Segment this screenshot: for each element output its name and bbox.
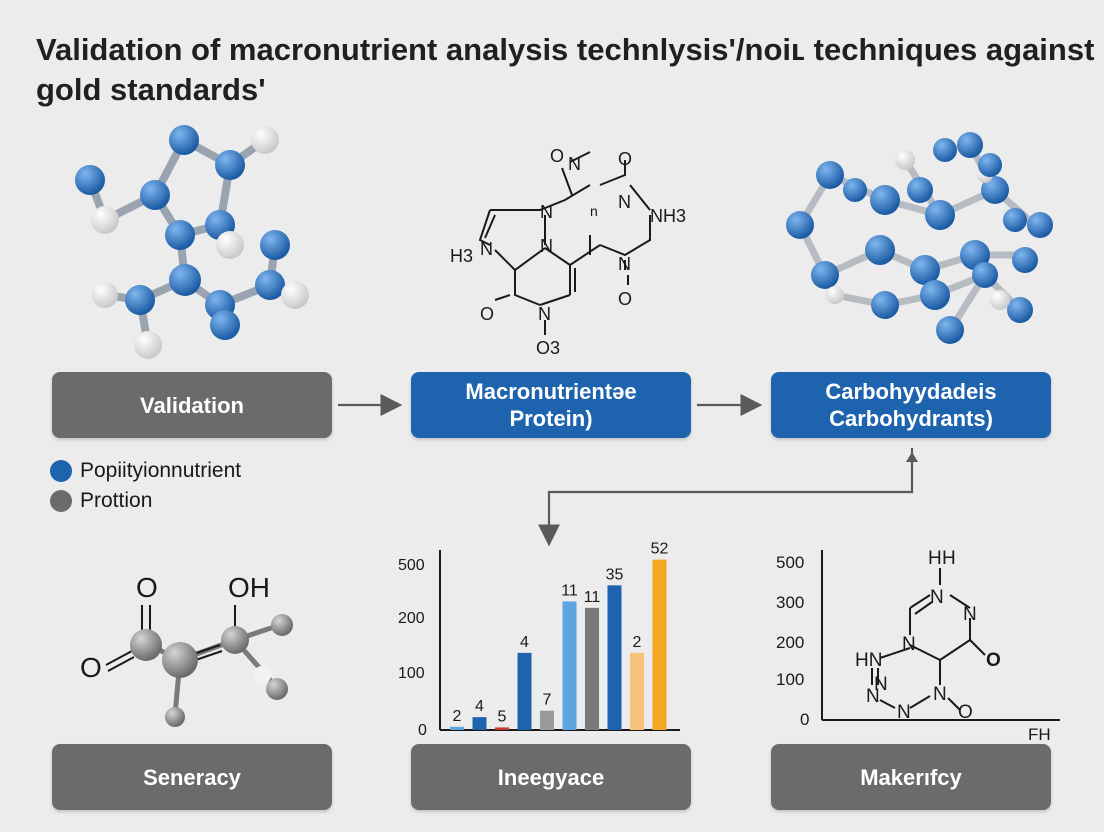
bar-data-label: 7 — [543, 692, 552, 709]
bar — [607, 585, 622, 730]
molecule-model-bottom-left: O OH O — [80, 572, 293, 727]
bar-data-label: 2 — [633, 634, 642, 651]
atom-label: O — [618, 289, 632, 309]
atom-label: N — [933, 684, 947, 705]
atom-label: O — [958, 702, 973, 723]
validation-box: Validation — [52, 372, 332, 438]
atom-label: O — [136, 572, 158, 603]
atom-label: H — [928, 548, 942, 569]
axis-tick-label: 0 — [800, 710, 809, 729]
legend: Popiityionnutrient Prottion — [50, 456, 241, 516]
atom-label: O3 — [536, 338, 560, 358]
makerfcy-label: Makerıfcy — [860, 764, 962, 790]
legend-label: Prottion — [80, 489, 153, 512]
bar-data-label: 4 — [475, 698, 484, 715]
atom-label: n — [590, 203, 598, 219]
bar-data-label: 5 — [498, 708, 507, 725]
atom-label: O — [618, 149, 632, 169]
atom-label: N — [963, 604, 977, 625]
atom-label: O — [480, 304, 494, 324]
bar-data-label: 52 — [651, 541, 669, 558]
bar — [585, 607, 599, 730]
atom-label: O — [550, 146, 564, 166]
atom-label: H — [942, 548, 956, 569]
y-tick-label: 500 — [398, 557, 425, 574]
makerfcy-box: Makerıfcy — [771, 744, 1051, 810]
legend-item: Popiityionnutrient — [50, 456, 241, 486]
seneracy-label: Seneracy — [143, 764, 241, 790]
atom-label: N — [568, 154, 581, 174]
bar — [652, 559, 667, 730]
atom-label: OH — [228, 572, 270, 603]
axis-tick-label: 100 — [776, 670, 804, 689]
carbohydrate-box: Carbohyydadeis Carbohydrants) — [771, 372, 1051, 438]
atom-label: N — [618, 192, 631, 212]
bar-data-label: 2 — [453, 708, 462, 725]
carbohydrate-label-line2: Carbohydrants) — [829, 406, 993, 431]
axis-label: FH — [1028, 725, 1051, 744]
bar — [517, 652, 532, 730]
seneracy-box: Seneracy — [52, 744, 332, 810]
atom-label: N — [618, 254, 631, 274]
atom-label: N — [538, 304, 551, 324]
legend-swatch-gray — [50, 490, 72, 512]
atom-label: N — [540, 236, 553, 256]
legend-item: Prottion — [50, 486, 241, 516]
atom-label: H3 — [450, 246, 473, 266]
bar — [495, 727, 509, 730]
macronutrient-label-line2: Protein) — [509, 406, 593, 431]
bar-data-label: 11 — [561, 582, 578, 599]
bar — [630, 652, 644, 730]
molecule-model-top-right — [786, 132, 1053, 344]
axis-tick-label: 200 — [776, 633, 804, 652]
bar — [472, 717, 487, 730]
atom-label: HN — [855, 650, 882, 671]
bar — [540, 710, 554, 730]
carbohydrate-label-line1: Carbohyydadeis — [825, 379, 997, 404]
legend-label: Popiityionnutrient — [80, 459, 242, 482]
molecule-model-top-left — [75, 125, 309, 359]
macronutrient-box: Macronutrientǝe Protein) — [411, 372, 691, 438]
legend-swatch-blue — [50, 460, 72, 482]
bar-data-label: 35 — [606, 566, 624, 583]
atom-label: O — [80, 652, 102, 683]
validation-label: Validation — [140, 392, 244, 418]
atom-label: N — [897, 702, 911, 723]
atom-label: N — [480, 239, 493, 259]
atom-label: N — [930, 587, 944, 608]
atom-label: NH3 — [650, 206, 686, 226]
bar — [562, 601, 577, 730]
page-title: Validation of macronutrient analysis tec… — [36, 32, 1095, 107]
structural-formula-right: H H N N N HN N O N N N O 500 300 200 100… — [776, 548, 1060, 744]
bar-data-label: 4 — [520, 634, 529, 651]
ineegyace-box: Ineegyace — [411, 744, 691, 810]
arrow-carbohydrate-to-chart — [538, 448, 914, 547]
atom-label: N — [540, 202, 553, 222]
y-tick-label: 200 — [398, 610, 425, 627]
macronutrient-label-line1: Macronutrientǝe — [465, 379, 637, 404]
y-tick-label: 100 — [398, 665, 425, 682]
atom-label: N — [902, 634, 916, 655]
y-tick-label: 0 — [418, 722, 427, 739]
atom-label: O — [986, 650, 1001, 671]
atom-label: N — [874, 674, 888, 695]
axis-tick-label: 500 — [776, 553, 804, 572]
structural-formula-center: O N O N NH3 H3 N N N N O O N O3 n — [450, 146, 686, 358]
ineegyace-label: Ineegyace — [497, 764, 605, 790]
bar-data-label: 11 — [584, 589, 601, 606]
axis-tick-label: 300 — [776, 593, 804, 612]
bar — [450, 726, 464, 730]
atom-label: N — [866, 686, 880, 707]
